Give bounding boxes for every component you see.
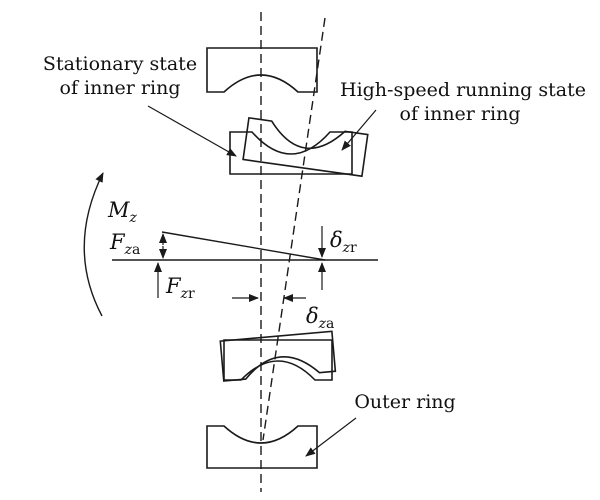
symbol-dzr-main: δ bbox=[330, 228, 343, 252]
symbol-dza-sub: za bbox=[319, 316, 335, 332]
symbol-mz-main: M bbox=[108, 198, 130, 222]
symbol-fzr-sub-italic: z bbox=[180, 286, 188, 302]
label-high-speed-line1: High-speed running state bbox=[340, 79, 586, 101]
symbol-dzr: δzr bbox=[330, 228, 357, 256]
bottom-outer-ring bbox=[206, 425, 318, 469]
moment-arrow bbox=[83, 172, 104, 317]
label-stationary-state: Stationary state of inner ring bbox=[20, 52, 220, 100]
symbol-fzr-sub-roman: r bbox=[187, 286, 195, 302]
symbol-dza-main: δ bbox=[306, 304, 319, 328]
symbol-mz: Mz bbox=[108, 198, 137, 226]
top-outer-ring bbox=[206, 47, 318, 93]
label-high-speed-line2: of inner ring bbox=[399, 103, 521, 125]
symbol-dzr-sub-roman: r bbox=[350, 240, 357, 256]
symbol-fza: Fza bbox=[110, 230, 140, 258]
tilt-line bbox=[161, 231, 326, 261]
label-high-speed-state: High-speed running state of inner ring bbox=[340, 78, 586, 126]
label-outer-ring: Outer ring bbox=[350, 390, 460, 414]
inner-ring-running-lower bbox=[219, 330, 337, 382]
symbol-fza-sub-italic: z bbox=[124, 242, 132, 258]
symbol-fza-main: F bbox=[110, 230, 125, 254]
symbol-fza-sub-roman: a bbox=[131, 242, 141, 258]
symbol-fzr: Fzr bbox=[166, 274, 195, 302]
leader-outer-ring bbox=[305, 417, 357, 457]
label-stationary-line2: of inner ring bbox=[59, 77, 181, 99]
symbol-dza-sub-italic: z bbox=[318, 316, 327, 332]
symbol-dza-sub-roman: a bbox=[326, 316, 335, 332]
label-outer-ring-text: Outer ring bbox=[354, 391, 456, 413]
inner-ring-stationary-upper bbox=[229, 131, 353, 175]
symbol-fza-sub: za bbox=[125, 242, 141, 258]
label-stationary-line1: Stationary state bbox=[42, 53, 198, 75]
symbol-fzr-main: F bbox=[166, 274, 181, 298]
tilted-axis-line bbox=[262, 17, 326, 441]
leader-stationary bbox=[147, 105, 237, 157]
symbol-mz-sub: z bbox=[129, 210, 137, 226]
symbol-dza: δza bbox=[306, 304, 334, 332]
inner-ring-stationary-lower bbox=[223, 339, 333, 381]
leader-high-speed bbox=[341, 109, 377, 151]
symbol-dzr-sub: zr bbox=[343, 240, 357, 256]
symbol-dzr-sub-italic: z bbox=[342, 240, 351, 256]
symbol-fzr-sub: zr bbox=[181, 286, 195, 302]
inner-ring-running-upper bbox=[242, 116, 369, 178]
